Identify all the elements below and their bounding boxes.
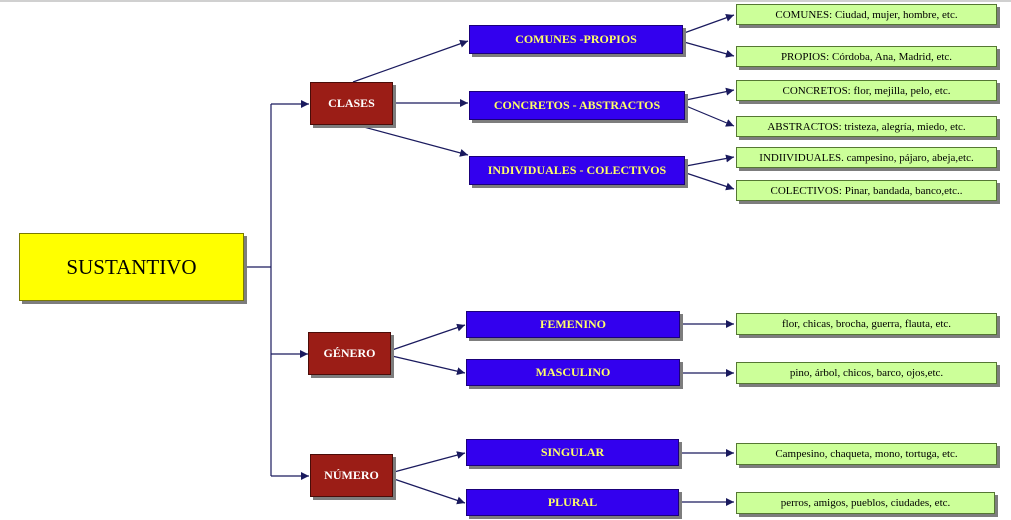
example-node-plural: perros, amigos, pueblos, ciudades, etc. <box>736 492 995 514</box>
branch-plural <box>393 478 466 505</box>
example-node-individuales: INDIIVIDUALES. campesino, pájaro, abeja,… <box>736 147 997 168</box>
branch-abstractos <box>685 105 735 127</box>
top-border <box>0 0 1011 2</box>
subcategory-node-plural: PLURAL <box>466 489 679 516</box>
branch-individuales <box>685 154 735 167</box>
subcategory-node-singular: SINGULAR <box>466 439 679 466</box>
example-node-comunes: COMUNES: Ciudad, mujer, hombre, etc. <box>736 4 997 25</box>
branch-comunes <box>683 13 735 34</box>
branch-masculino <box>391 355 466 376</box>
example-node-singular: Campesino, chaqueta, mono, tortuga, etc. <box>736 443 997 465</box>
subcategory-node-masculino: MASCULINO <box>466 359 680 386</box>
root-node-sustantivo: SUSTANTIVO <box>19 233 244 301</box>
example-node-propios: PROPIOS: Córdoba, Ana, Madrid, etc. <box>736 46 997 67</box>
subcategory-node-concretos-abstractos: CONCRETOS - ABSTRACTOS <box>469 91 685 120</box>
subcategory-node-individuales-colectivos: INDIVIDUALES - COLECTIVOS <box>469 156 685 185</box>
example-node-concretos: CONCRETOS: flor, mejilla, pelo, etc. <box>736 80 997 101</box>
example-node-masculino: pino, árbol, chicos, barco, ojos,etc. <box>736 362 997 384</box>
category-node-numero: NÚMERO <box>310 454 393 497</box>
branch-femenino <box>391 323 466 351</box>
category-node-clases: CLASES <box>310 82 393 125</box>
example-node-colectivos: COLECTIVOS: Pinar, bandada, banco,etc.. <box>736 180 997 201</box>
subcategory-node-femenino: FEMENINO <box>466 311 680 338</box>
branch-singular <box>393 451 466 473</box>
example-node-femenino: flor, chicas, brocha, guerra, flauta, et… <box>736 313 997 335</box>
example-node-abstractos: ABSTRACTOS: tristeza, alegría, miedo, et… <box>736 116 997 137</box>
branch-comunes-propios <box>352 39 469 83</box>
branch-colectivos <box>685 172 735 191</box>
category-node-genero: GÉNERO <box>308 332 391 375</box>
branch-concretos <box>685 87 735 101</box>
branch-individuales-colectivos <box>359 125 469 157</box>
subcategory-node-comunes-propios: COMUNES -PROPIOS <box>469 25 683 54</box>
branch-propios <box>683 41 735 58</box>
